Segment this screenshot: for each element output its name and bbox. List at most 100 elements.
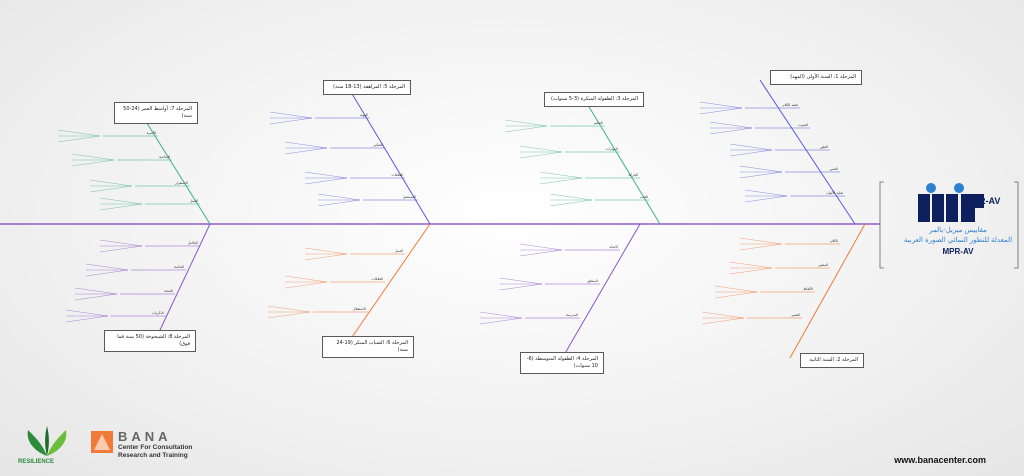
branch-label: المدرسة [565, 313, 578, 317]
logo-arabic-line1: مقاييس ميريل-بالمر [929, 227, 987, 234]
branch-label: تقليد الألوان [826, 191, 843, 195]
twig-line [85, 263, 129, 271]
twig-line [729, 267, 773, 275]
twig-line [65, 315, 109, 323]
bana-line2: Research and Training [118, 452, 188, 459]
twig-line [284, 141, 328, 149]
branch-label: العمل [394, 249, 403, 253]
branch-label: الحركة [628, 173, 638, 177]
twig-line [89, 185, 133, 193]
twig-line [499, 277, 543, 285]
twig-line [65, 309, 109, 317]
mpr-mark-icon [918, 183, 984, 222]
twig-line [304, 253, 348, 261]
twig-line [74, 287, 118, 295]
stage-title: المرحلة 6: الشباب المبكر (19-24 سنة) [336, 340, 408, 353]
bone-s3 [579, 91, 661, 225]
twig-line [99, 203, 143, 211]
twig-line [699, 101, 743, 109]
twig-line [269, 111, 313, 119]
bone-s4 [559, 223, 641, 363]
branch-label: الاستقلال [353, 307, 366, 311]
twig-line [284, 275, 328, 283]
twig-line [317, 199, 361, 207]
branch-label: الأسرة [146, 131, 156, 135]
twig-line [304, 177, 348, 185]
twig-line [699, 107, 743, 115]
stage-title: المرحلة 1: السنة الأولى (المهد) [790, 74, 856, 80]
twig-line [701, 317, 745, 325]
stage-title: المرحلة 7: أواسط العمر (24-50 سنة) [123, 106, 192, 119]
twig-line [549, 193, 593, 201]
branch-label: الحس [829, 167, 839, 171]
branch-label: التعليم [593, 121, 603, 125]
twig-line [71, 153, 115, 161]
stage-box-s2: المرحلة 2: السنة الثانية [800, 353, 864, 368]
twig-line [701, 311, 745, 319]
twig-line [74, 293, 118, 301]
bone-s6 [349, 223, 431, 341]
logo-bracket-left [879, 181, 884, 269]
branch-label: التعبير [791, 313, 800, 317]
twig-line [304, 247, 348, 255]
branch-label: المستقبل [402, 195, 416, 199]
twig-line [304, 171, 348, 179]
branch-label: المهارات [605, 147, 618, 151]
twig-line [519, 145, 563, 153]
stage-box-s8: المرحلة 8: الشيخوخة (50 سنة فما فوق) [104, 330, 196, 352]
branch-label: الكلام [830, 239, 838, 243]
stage-box-s3: المرحلة 3: الطفولة المبكرة (3-5 سنوات) [544, 92, 644, 107]
twig-line [57, 135, 101, 143]
twig-line [71, 159, 115, 167]
twig-line [549, 199, 593, 207]
sub-branches [57, 101, 845, 325]
stage-title: المرحلة 5: المراهقة (13-18 سنة) [333, 84, 405, 90]
twig-line [714, 285, 758, 293]
twig-line [269, 117, 313, 125]
twig-line [57, 129, 101, 137]
twig-line [479, 311, 523, 319]
bone-s5 [344, 81, 431, 225]
branch-label: الصوت [798, 123, 808, 127]
twig-line [99, 197, 143, 205]
stage-title: المرحلة 8: الشيخوخة (50 سنة فما فوق) [117, 334, 190, 347]
twig-line [479, 317, 523, 325]
bana-name: BANA [118, 429, 172, 444]
twig-line [709, 127, 753, 135]
twig-line [504, 125, 548, 133]
logo-bottom-label: MPR-AV [942, 247, 974, 256]
twig-line [267, 311, 311, 319]
twig-line [284, 281, 328, 289]
stage-title: المرحلة 4: الطفولة المتوسطة (6-10 سنوات) [526, 356, 598, 369]
branch-label: الإنتاجية [159, 155, 170, 159]
stage-box-s4: المرحلة 4: الطفولة المتوسطة (6-10 سنوات) [520, 352, 604, 374]
twig-line [539, 171, 583, 179]
branch-label: العلاقات [391, 173, 403, 177]
stage-title: المرحلة 3: الطفولة المبكرة (3-5 سنوات) [550, 96, 638, 102]
branch-label: التكامل [187, 241, 198, 245]
mpr-logo: R-AV مقاييس ميريل-بالمر المعدلة للتطور ا… [893, 180, 1023, 280]
bana-logo-icon [91, 431, 113, 453]
twig-line [89, 179, 133, 187]
stage-title: المرحلة 2: السنة الثانية [809, 357, 858, 363]
twig-line [729, 149, 773, 157]
twig-line [739, 171, 783, 179]
twig-line [504, 119, 548, 127]
branch-label: اللعب [639, 195, 648, 199]
website-url[interactable]: www.banacenter.com [894, 455, 986, 465]
branch-label: الاستقرار [175, 181, 188, 185]
twig-line [729, 143, 773, 151]
branch-label: تقليد الكلام [782, 103, 798, 107]
twig-line [519, 249, 563, 257]
bone-s1 [759, 79, 856, 225]
twig-line [739, 243, 783, 251]
twig-line [739, 237, 783, 245]
stage-box-s1: المرحلة 1: السنة الأولى (المهد) [770, 70, 862, 85]
branch-label: العمل [189, 199, 198, 203]
logo-arabic-line2: المعدلة للتطور النمائي الصورة العربية [903, 237, 1013, 244]
twig-line [519, 151, 563, 159]
branch-label: المنطق [587, 279, 598, 283]
bone-s7 [139, 111, 211, 225]
